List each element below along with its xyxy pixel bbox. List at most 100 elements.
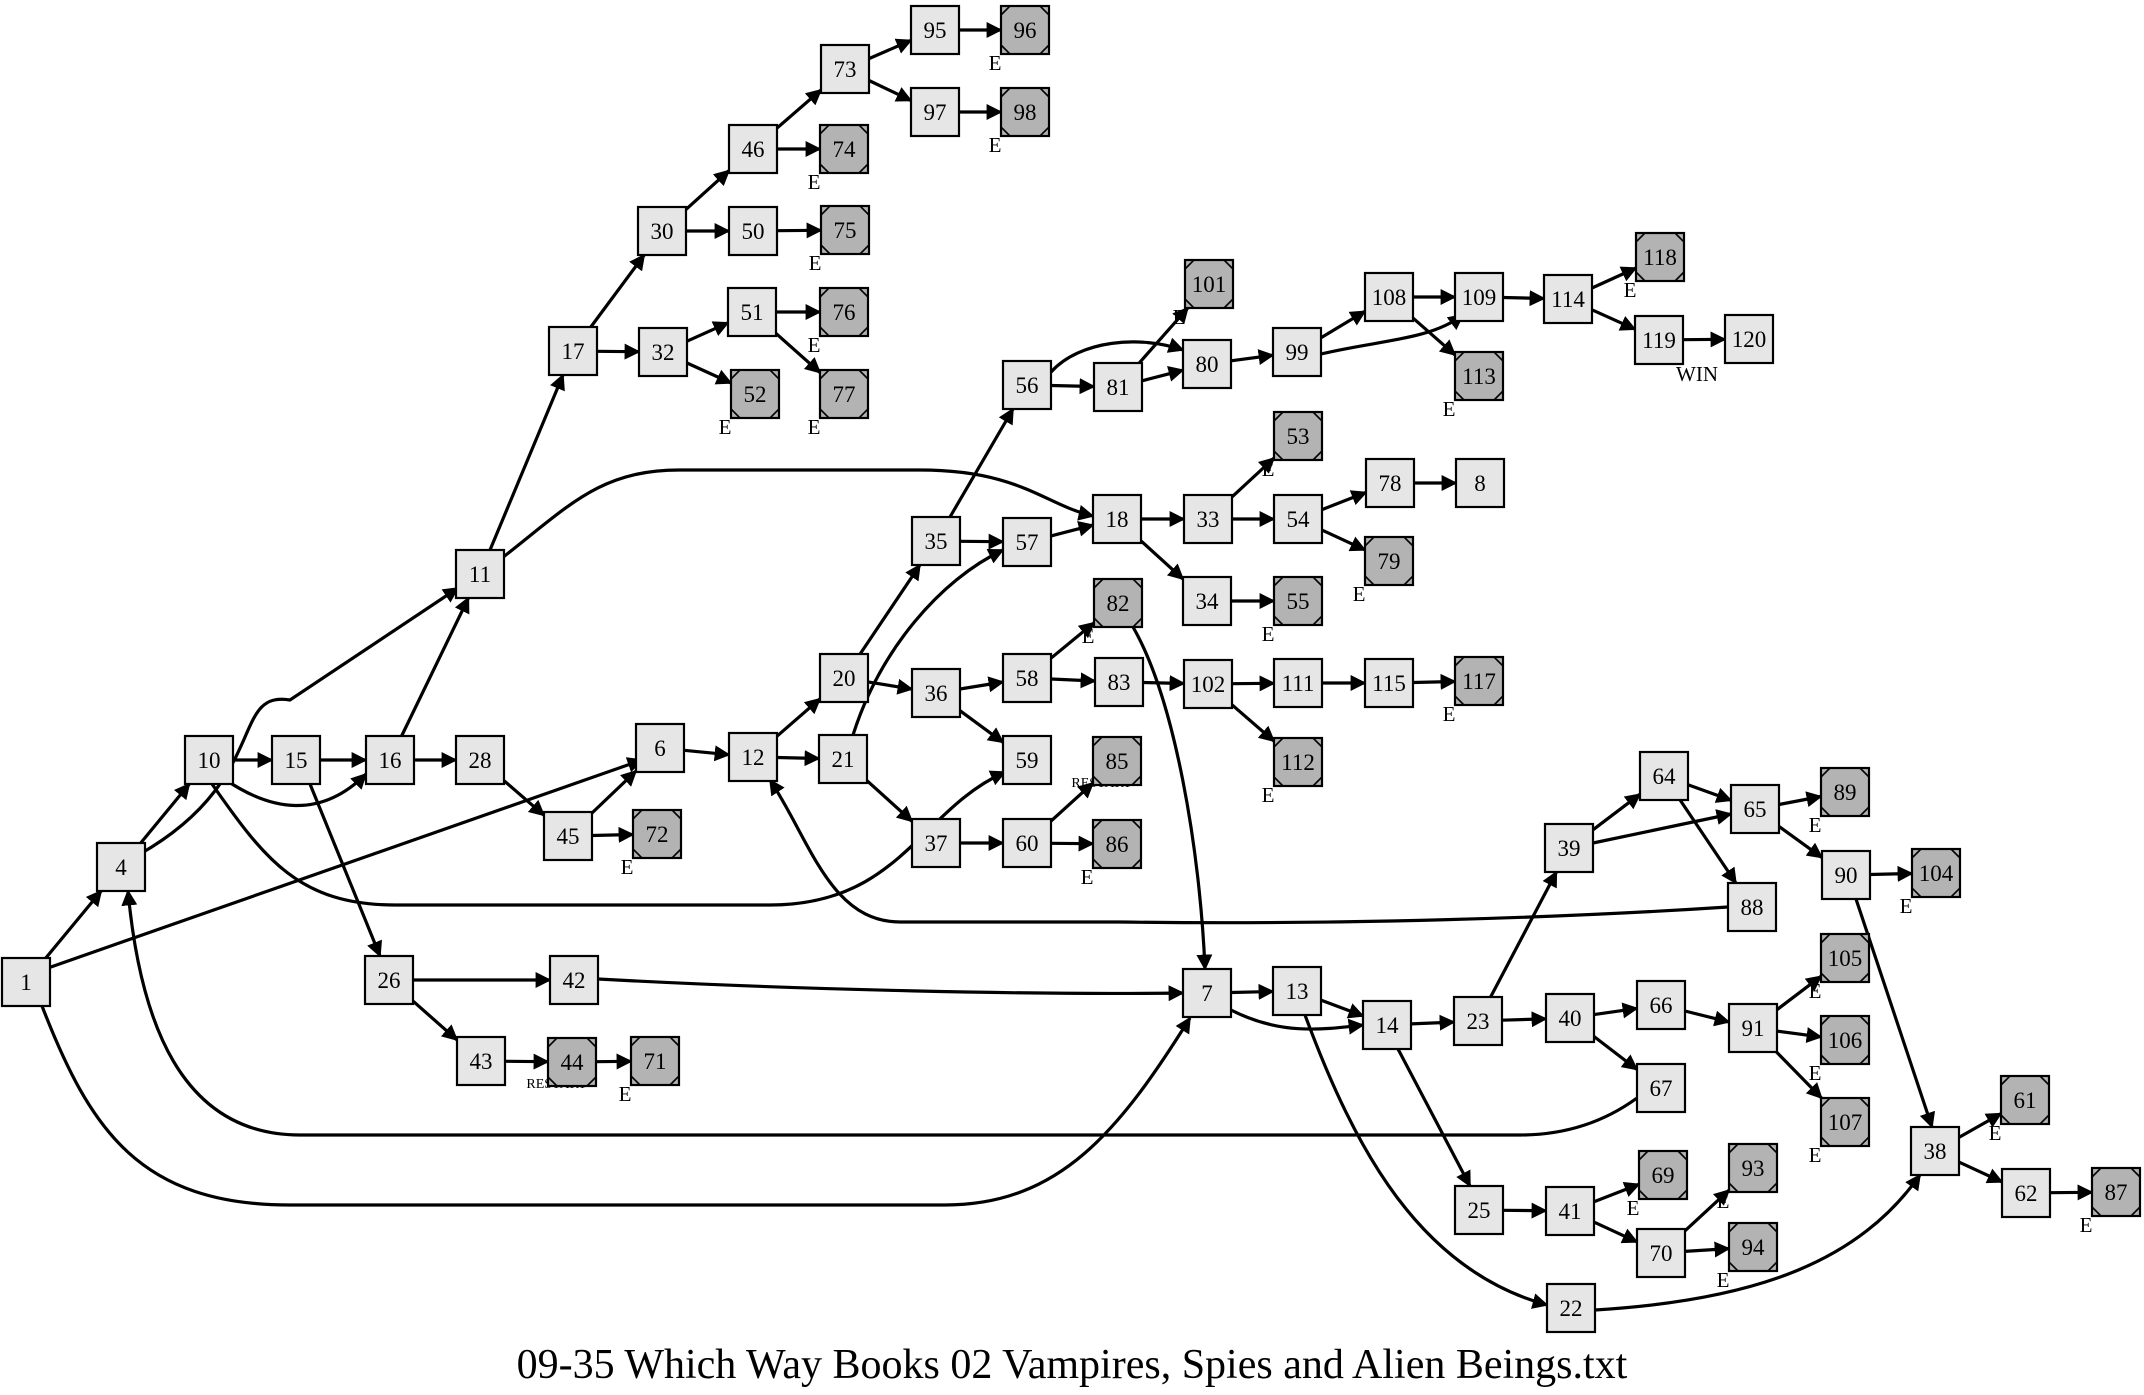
corner-mark xyxy=(1950,887,1961,898)
corner-mark xyxy=(671,809,682,820)
edge-label-51-76: E xyxy=(808,333,821,357)
edge-83-102 xyxy=(1142,675,1186,692)
corner-mark xyxy=(1000,87,1011,98)
node-box xyxy=(1910,847,1962,899)
node-box xyxy=(1634,231,1686,283)
node-box xyxy=(1453,350,1505,402)
edge-label-45-72: E xyxy=(621,855,634,879)
corner-mark xyxy=(1312,411,1323,422)
node-box xyxy=(1001,652,1053,704)
node-78: 78 xyxy=(1364,457,1416,509)
node-label: 70 xyxy=(1650,1241,1673,1266)
node-88: 88 xyxy=(1726,881,1778,933)
node-label: 74 xyxy=(833,137,857,162)
edge-115-117 xyxy=(1412,673,1457,690)
corner-mark xyxy=(1767,1222,1778,1233)
end-node-98: 98 xyxy=(999,86,1051,138)
node-34: 34 xyxy=(1181,575,1233,627)
edge-56-80 xyxy=(1049,337,1185,374)
end-node-74: 74 xyxy=(818,123,870,175)
node-box xyxy=(364,734,416,786)
node-label: 45 xyxy=(557,824,580,849)
node-box xyxy=(818,286,870,338)
end-node-71: 71 xyxy=(629,1035,681,1087)
end-node-79: 79 xyxy=(1363,535,1415,587)
node-box xyxy=(1820,849,1872,901)
corner-mark xyxy=(1131,819,1142,830)
node-label: 12 xyxy=(742,745,765,770)
corner-mark xyxy=(858,369,869,380)
node-91: 91 xyxy=(1727,1002,1779,1054)
node-label: 61 xyxy=(2014,1088,2037,1113)
edge-14-23 xyxy=(1410,1014,1456,1031)
node-56: 56 xyxy=(1001,359,1053,411)
node-label: 66 xyxy=(1650,993,1673,1018)
node-box xyxy=(454,548,506,600)
corner-mark xyxy=(1273,737,1284,748)
corner-mark xyxy=(1454,351,1465,362)
corner-mark xyxy=(632,848,643,859)
node-label: 75 xyxy=(834,218,857,243)
node-43: 43 xyxy=(455,1035,507,1087)
node-box xyxy=(999,86,1051,138)
node-box xyxy=(2090,1166,2142,1218)
node-label: 67 xyxy=(1650,1076,1673,1101)
node-label: 34 xyxy=(1196,589,1220,614)
edge-11-18 xyxy=(501,468,1095,560)
end-node-89: 89 xyxy=(1819,766,1871,818)
end-node-117: 117 xyxy=(1453,655,1505,707)
edge-label-114-118: E xyxy=(1624,278,1637,302)
node-label: 17 xyxy=(562,339,585,364)
edge-54-78 xyxy=(1321,490,1368,512)
edge-label-32-52: E xyxy=(719,415,732,439)
node-40: 40 xyxy=(1544,992,1596,1044)
node-box xyxy=(818,368,870,420)
corner-mark xyxy=(1493,695,1504,706)
corner-mark xyxy=(1223,298,1234,309)
corner-mark xyxy=(1132,617,1143,628)
corner-mark xyxy=(1131,736,1142,747)
node-box xyxy=(0,956,52,1008)
node-15: 15 xyxy=(270,734,322,786)
corner-mark xyxy=(1364,536,1375,547)
edge-label-34-55: E xyxy=(1262,622,1275,646)
node-box xyxy=(631,808,683,860)
node-4: 4 xyxy=(95,841,147,893)
node-label: 86 xyxy=(1106,832,1129,857)
node-box xyxy=(1181,967,1233,1019)
edge-33-53 xyxy=(1230,456,1276,499)
edge-65-89 xyxy=(1778,791,1823,808)
node-59: 59 xyxy=(1001,734,1053,786)
edge-label-38-61: E xyxy=(1989,1121,2002,1145)
node-label: 4 xyxy=(115,855,127,880)
node-label: 64 xyxy=(1653,764,1677,789)
corner-mark xyxy=(1493,390,1504,401)
node-60: 60 xyxy=(1001,817,1053,869)
node-115: 115 xyxy=(1363,657,1415,709)
edge-41-69 xyxy=(1593,1182,1641,1204)
edge-4-11 xyxy=(139,586,460,856)
node-10: 10 xyxy=(183,734,235,786)
corner-mark xyxy=(1911,848,1922,859)
node-label: 44 xyxy=(561,1050,585,1075)
corner-mark xyxy=(858,163,869,174)
node-1: 1 xyxy=(0,956,52,1008)
node-21: 21 xyxy=(817,733,869,785)
edge-41-70 xyxy=(1593,1220,1639,1244)
edge-1-7 xyxy=(40,1005,1192,1207)
corner-mark xyxy=(730,369,741,380)
node-16: 16 xyxy=(364,734,416,786)
end-node-55: 55 xyxy=(1272,575,1324,627)
node-58: 58 xyxy=(1001,652,1053,704)
node-label: 25 xyxy=(1468,1198,1491,1223)
corner-mark xyxy=(1364,575,1375,586)
corner-mark xyxy=(858,287,869,298)
corner-mark xyxy=(819,369,830,380)
edge-70-93 xyxy=(1683,1189,1731,1232)
node-8: 8 xyxy=(1454,457,1506,509)
node-51: 51 xyxy=(726,286,778,338)
edge-11-17 xyxy=(488,373,565,551)
node-label: 43 xyxy=(470,1049,493,1074)
edge-38-62 xyxy=(1958,1160,2004,1184)
node-label: 51 xyxy=(741,300,764,325)
